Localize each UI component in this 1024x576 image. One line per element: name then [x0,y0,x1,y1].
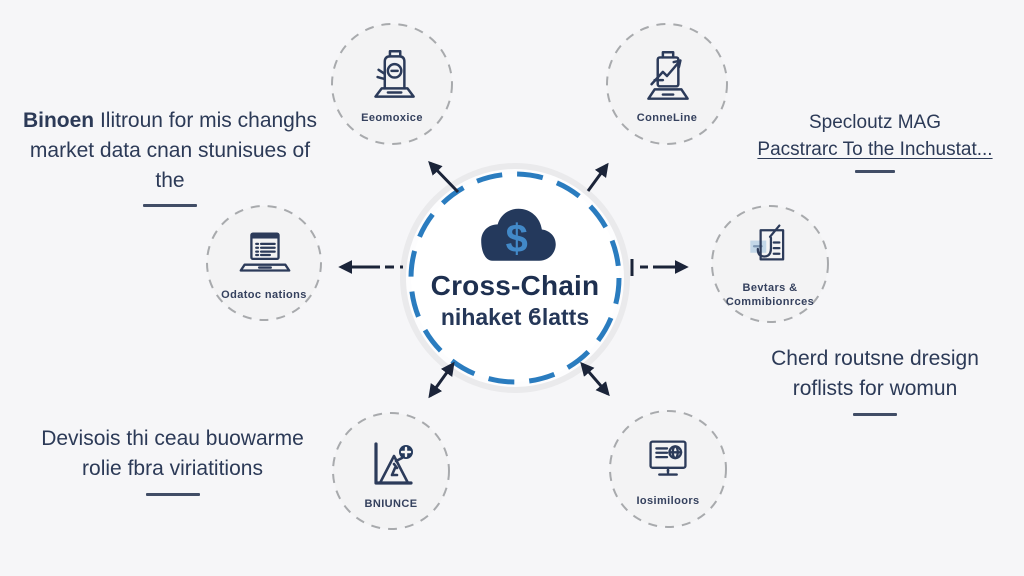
annotation-bottom-left: Devisois thi ceau buowarme rolie fbra vi… [20,424,325,496]
arrow-to-top-left [428,161,460,194]
node-circle-bottom-left [332,412,450,530]
annotation-line: Binoen Ilitroun for mis changhs [15,106,325,136]
arrow-bottom-left-bidirectional [428,361,455,399]
node-label-line2: Commibionrces [725,296,815,308]
arrow-bottom-right-bidirectional [580,361,610,397]
annotation-line: market data cnan stunisues of the [29,138,311,192]
node-top-right: ConneLine [607,24,727,144]
annotation-line: Specloutz MAG [809,112,941,133]
pos-terminal-icon [374,49,415,98]
annotation-right: Cherd routsne dresign roflists for womun [730,344,1020,416]
annotation-line: Cherd routsne dresign [771,347,979,370]
node-right: Bevtars & Commibionrces [712,206,828,322]
monitor-globe-icon [649,440,687,476]
node-label: ConneLine [636,111,698,124]
node-label: Odatoc nations [221,288,307,301]
annotation-bold-word: Binoen [22,109,95,132]
annotation-underline [855,169,895,173]
node-circle-left [206,205,322,321]
annotation-top-left: Binoen Ilitroun for mis changhs market d… [15,106,325,208]
annotation-line: rolie fbra viriatitions [82,456,263,480]
node-top-left: Eeomoxice [332,24,452,144]
center-circle-ring [408,171,622,385]
svg-text:$: $ [506,217,528,261]
node-label: BNIUNCE [364,497,418,510]
laptop-list-icon [239,232,291,272]
cloud-dollar-icon: $ [481,208,556,261]
node-label: Bevtars & [742,281,798,294]
annotation-top-right: Specloutz MAG Pacstrarc To the Inchustat… [730,110,1020,173]
node-circle-top-right [606,23,728,145]
annotation-underline [145,492,200,496]
node-label: Eeomoxice [361,111,423,124]
center-hub: $ Cross-Chain nihaket ϐlatts [409,198,621,331]
node-bottom-right: Iosimiloors [610,411,726,527]
mountain-chart-icon [374,442,413,485]
annotation-line: roflists for womun [792,376,958,400]
annotation-line: Devisois thi ceau buowarme [41,427,304,450]
document-pen-icon [750,224,785,261]
center-subtitle: nihaket ϐlatts [440,304,590,330]
node-bottom-left: BNIUNCE [333,413,449,529]
node-label: Iosimiloors [636,494,700,507]
annotation-line-underlined: Pacstrarc To the Inchustat... [757,138,993,160]
node-left: Odatoc nations [207,206,321,320]
node-circle-right [711,205,829,323]
node-circle-top-left [331,23,453,145]
center-title: Cross-Chain [430,270,600,301]
chart-clipboard-icon [647,50,689,100]
annotation-underline [853,412,897,416]
annotation-underline [143,204,197,208]
arrow-to-top-right [586,162,609,192]
annotation-text: Ilitroun for mis changhs [94,109,318,132]
